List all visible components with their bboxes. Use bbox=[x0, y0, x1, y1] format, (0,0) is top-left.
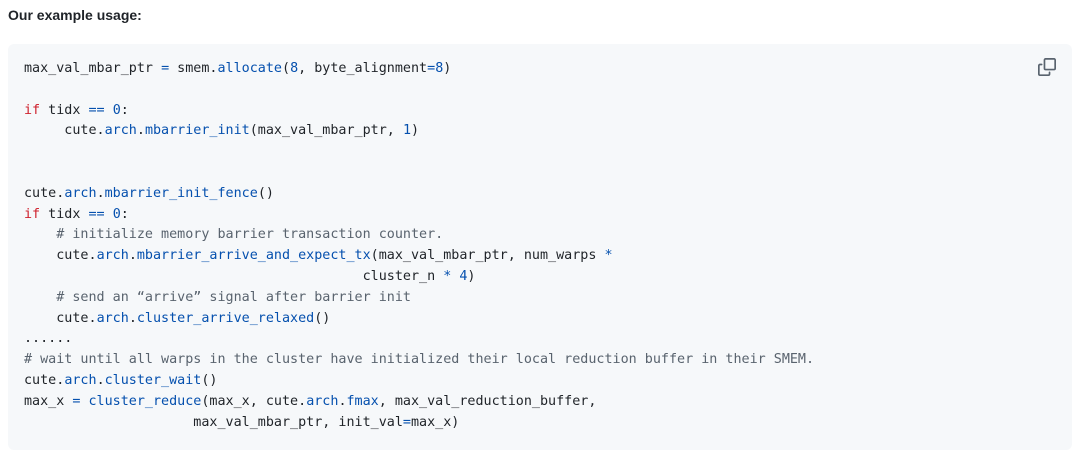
code-token: 0 bbox=[112, 206, 121, 222]
code-token: cluster_wait bbox=[104, 372, 202, 388]
code-token: max_val_mbar_ptr, init_val bbox=[24, 414, 403, 430]
code-token: arch bbox=[96, 310, 129, 326]
code-line bbox=[24, 142, 814, 163]
code-token: ) bbox=[411, 123, 420, 139]
code-token: cute. bbox=[24, 372, 65, 388]
code-token: == bbox=[88, 206, 105, 222]
code-token: max_x bbox=[24, 393, 73, 409]
code-token: if bbox=[24, 206, 41, 222]
code-token: mbarrier_init bbox=[144, 123, 250, 139]
code-token: = bbox=[161, 61, 170, 76]
code-token bbox=[105, 207, 113, 222]
code-token: arch bbox=[96, 248, 129, 264]
code-line: cute.arch.mbarrier_arrive_and_expect_tx(… bbox=[24, 246, 814, 267]
code-token: * bbox=[604, 248, 613, 264]
code-token: () bbox=[201, 372, 218, 388]
code-token: . bbox=[128, 310, 137, 326]
code-token: cluster_reduce bbox=[88, 393, 202, 409]
code-token: ) bbox=[467, 268, 476, 284]
copy-button[interactable] bbox=[1038, 58, 1058, 78]
code-token: = bbox=[427, 61, 436, 76]
code-token: arch bbox=[104, 123, 137, 139]
code-token: (max_x, cute. bbox=[201, 393, 307, 409]
code-token: cluster_n bbox=[24, 268, 444, 284]
code-token: if bbox=[24, 102, 41, 118]
code-line: # wait until all warps in the cluster ha… bbox=[24, 350, 814, 371]
code-token: cute. bbox=[24, 248, 97, 264]
code-token: == bbox=[88, 102, 105, 118]
section-heading: Our example usage: bbox=[8, 7, 142, 23]
code-token: , max_val_reduction_buffer, bbox=[378, 393, 597, 409]
code-token: () bbox=[314, 310, 331, 326]
code-token: . bbox=[96, 185, 105, 201]
code-token: arch bbox=[306, 393, 339, 409]
code-token: : bbox=[120, 102, 129, 118]
code-token: = bbox=[402, 414, 411, 430]
code-token: ) bbox=[443, 61, 452, 76]
code-token: tidx bbox=[40, 206, 89, 222]
code-token: () bbox=[257, 185, 274, 201]
copy-icon bbox=[1038, 58, 1056, 76]
code-token: 4 bbox=[459, 268, 468, 284]
code-token: : bbox=[120, 206, 129, 222]
code-token: cute. bbox=[24, 123, 105, 139]
code-token: cluster_arrive_relaxed bbox=[136, 310, 315, 326]
code-token: max_val_mbar_ptr bbox=[24, 61, 162, 76]
code-line: max_val_mbar_ptr, init_val=max_x) bbox=[24, 413, 814, 434]
code-token: (max_val_mbar_ptr, bbox=[249, 123, 403, 139]
code-token: ...... bbox=[24, 331, 73, 347]
code-token: # wait until all warps in the cluster ha… bbox=[24, 352, 815, 368]
code-token: arch bbox=[64, 372, 97, 388]
code-line: ...... bbox=[24, 329, 814, 350]
code-token: fmax bbox=[346, 393, 379, 409]
code-line: if tidx == 0: bbox=[24, 101, 814, 122]
code-token: cute. bbox=[24, 185, 65, 201]
code-line: # initialize memory barrier transaction … bbox=[24, 225, 814, 246]
code-token: # initialize memory barrier transaction … bbox=[24, 227, 444, 243]
code-token: 1 bbox=[402, 123, 411, 139]
code-line: # send an “arrive” signal after barrier … bbox=[24, 288, 814, 309]
code-token: arch bbox=[64, 185, 97, 201]
code-token: tidx bbox=[40, 102, 89, 118]
code-token: max_x) bbox=[410, 414, 460, 430]
code-line: cluster_n * 4) bbox=[24, 267, 814, 288]
code-token bbox=[80, 394, 88, 409]
code-token: (max_val_mbar_ptr, num_warps bbox=[370, 248, 605, 264]
code-token: . bbox=[128, 248, 137, 264]
code-line: max_val_mbar_ptr = smem.allocate(8, byte… bbox=[24, 59, 814, 80]
code-line bbox=[24, 163, 814, 184]
code-token: smem. bbox=[169, 61, 218, 76]
code-line: max_x = cluster_reduce(max_x, cute.arch.… bbox=[24, 392, 814, 413]
code-line: cute.arch.mbarrier_init(max_val_mbar_ptr… bbox=[24, 121, 814, 142]
code-token: 8 bbox=[290, 61, 299, 76]
code-line: if tidx == 0: bbox=[24, 205, 814, 226]
code-token: = bbox=[72, 393, 81, 409]
code-block: max_val_mbar_ptr = smem.allocate(8, byte… bbox=[8, 44, 1072, 450]
code-line: cute.arch.cluster_wait() bbox=[24, 371, 814, 392]
code-token: allocate bbox=[217, 61, 283, 76]
code-line bbox=[24, 80, 814, 101]
code-token: , byte_alignment bbox=[298, 61, 428, 76]
code-line: cute.arch.mbarrier_init_fence() bbox=[24, 184, 814, 205]
code-line: cute.arch.cluster_arrive_relaxed() bbox=[24, 309, 814, 330]
code-listing: max_val_mbar_ptr = smem.allocate(8, byte… bbox=[24, 59, 814, 433]
code-token: . bbox=[338, 393, 347, 409]
code-token: 0 bbox=[112, 102, 121, 118]
code-token: cute. bbox=[24, 310, 97, 326]
code-token bbox=[105, 103, 113, 118]
code-token: 8 bbox=[435, 61, 444, 76]
code-token: # send an “arrive” signal after barrier … bbox=[24, 289, 411, 305]
code-token: mbarrier_arrive_and_expect_tx bbox=[136, 248, 371, 264]
code-token: . bbox=[136, 123, 145, 139]
code-token: mbarrier_init_fence bbox=[104, 185, 258, 201]
code-token: . bbox=[96, 372, 105, 388]
code-token: ( bbox=[282, 61, 291, 76]
code-token: * bbox=[443, 268, 452, 284]
